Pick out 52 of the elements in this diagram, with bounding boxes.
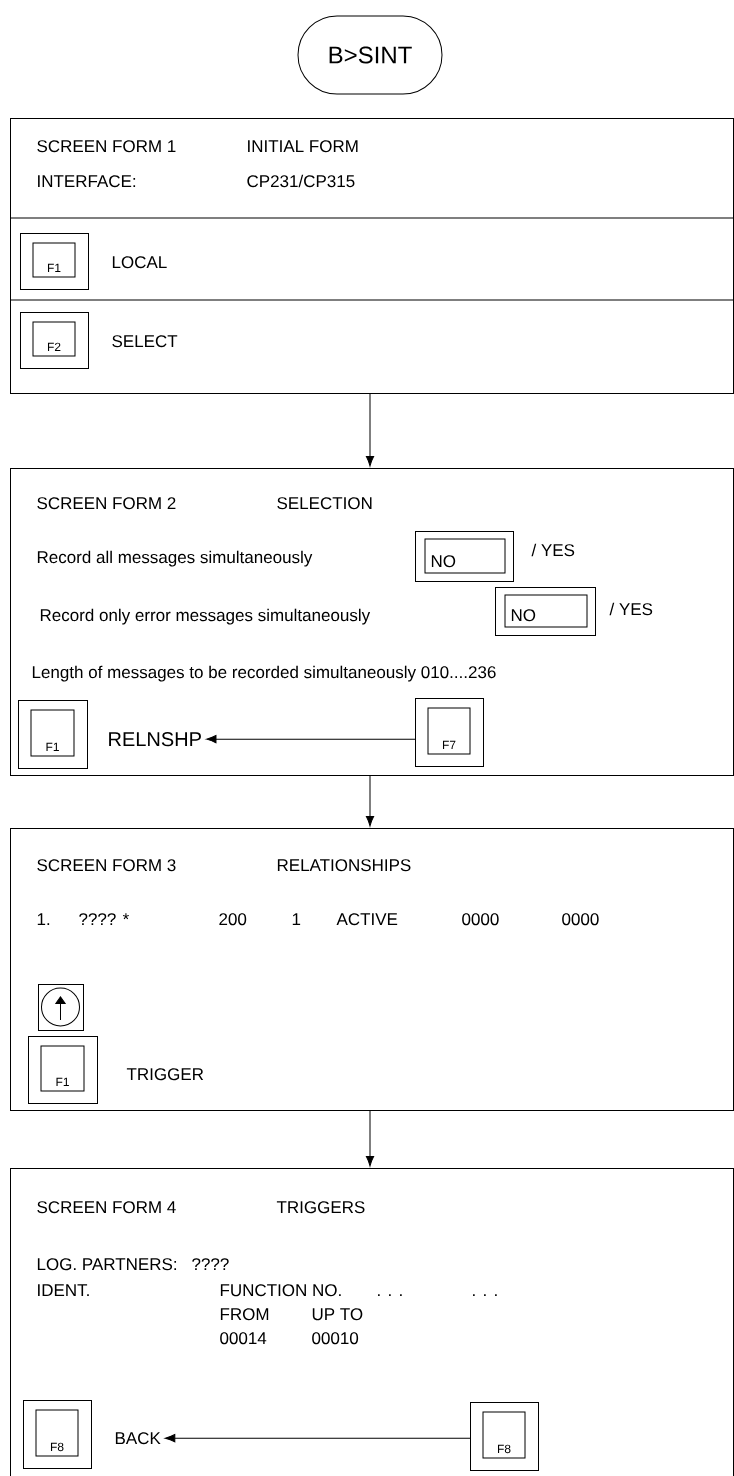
screen-text: CP231/CP315 — [247, 174, 355, 188]
arrow — [164, 1434, 471, 1443]
screen-text: Length of messages to be recorded simultaneously 010....236 — [32, 665, 496, 682]
key-label: RELNSHP — [109, 732, 201, 747]
screen-text: ???? * — [79, 913, 129, 925]
screen-text: 0000 — [562, 913, 599, 926]
screen-text: INTERFACE: — [38, 175, 136, 188]
screen-text: 1 — [292, 913, 301, 925]
screen-text: 0000 — [462, 913, 499, 926]
screen-text: / YES — [609, 602, 653, 616]
key-label: TRIGGER — [126, 1068, 204, 1081]
screen-text: INITIAL FORM — [248, 140, 358, 153]
screen-text: ???? — [192, 1258, 229, 1270]
screen-text: 1. — [37, 913, 50, 925]
arrow — [365, 775, 375, 827]
screen-text: LOG. PARTNERS: — [37, 1258, 177, 1271]
key-label: BACK — [115, 1432, 161, 1445]
screen-text: SCREEN FORM 1 — [37, 140, 176, 153]
input-field: NO — [495, 587, 596, 636]
screen-text: FROM — [220, 1308, 269, 1321]
function-key: F1 — [28, 1036, 98, 1104]
arrow — [206, 735, 416, 744]
function-key: F1 — [18, 700, 88, 769]
arrow — [365, 1110, 375, 1167]
screen-text: . . . — [378, 1294, 402, 1296]
screen-text: RELATIONSHIPS — [277, 859, 411, 872]
screen-text: TRIGGERS — [276, 1201, 365, 1214]
function-key: F8 — [23, 1400, 92, 1469]
screen-text: 00010 — [312, 1332, 359, 1345]
screen-text: Record only error messages simultaneously — [40, 608, 371, 625]
function-key: F1 — [20, 233, 89, 290]
arrow — [365, 393, 375, 467]
screen-text: / YES — [531, 543, 575, 557]
screen-text: SCREEN FORM 2 — [37, 497, 176, 510]
screen-text: UP TO — [312, 1308, 363, 1321]
screen-text: 200 — [219, 913, 247, 926]
screen-text: SELECTION — [277, 497, 372, 510]
function-key: F8 — [470, 1402, 539, 1471]
key-label: LOCAL — [112, 256, 167, 269]
screen-text: ACTIVE — [336, 913, 398, 926]
function-key: F7 — [415, 698, 484, 767]
arrow-key — [38, 984, 84, 1031]
screen-text: FUNCTION NO. — [220, 1284, 341, 1297]
screen-text: IDENT. — [38, 1284, 89, 1296]
function-key: F2 — [20, 312, 89, 369]
screen-text: Record all messages simultaneously — [37, 550, 313, 567]
screen-text: SCREEN FORM 4 — [37, 1201, 176, 1214]
screen-text: SCREEN FORM 3 — [37, 859, 176, 872]
key-label: SELECT — [112, 335, 178, 348]
input-field: NO — [415, 531, 514, 582]
screen-text: 00014 — [220, 1332, 267, 1345]
screen-text: . . . — [473, 1294, 497, 1296]
